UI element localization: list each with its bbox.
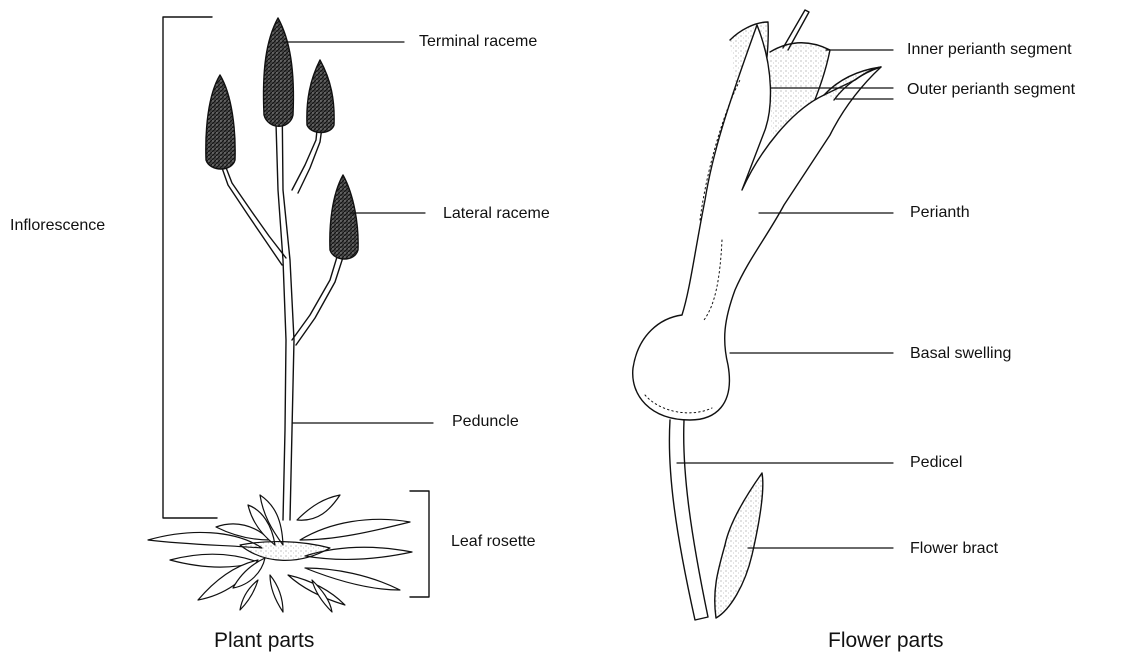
plant-drawing <box>148 17 433 612</box>
peduncle-stem <box>275 90 286 520</box>
terminal-raceme <box>264 18 294 126</box>
branch-right-lower <box>292 247 340 340</box>
label-inner-perianth-segment: Inner perianth segment <box>907 42 1072 58</box>
label-peduncle: Peduncle <box>452 414 519 430</box>
label-terminal-raceme: Terminal raceme <box>419 34 537 50</box>
left-raceme <box>206 75 235 169</box>
caption-plant-parts: Plant parts <box>214 630 314 651</box>
right-upper-raceme <box>307 60 334 133</box>
label-inflorescence: Inflorescence <box>10 218 105 234</box>
label-outer-perianth-segment: Outer perianth segment <box>907 82 1075 98</box>
label-perianth: Perianth <box>910 205 970 221</box>
flower-drawing <box>633 10 893 620</box>
leaf-rosette <box>148 495 412 612</box>
label-basal-swelling: Basal swelling <box>910 346 1011 362</box>
flower-bract <box>715 473 763 618</box>
label-leaf-rosette: Leaf rosette <box>451 534 536 550</box>
inflorescence-bracket <box>163 17 217 518</box>
label-flower-bract: Flower bract <box>910 541 998 557</box>
label-pedicel: Pedicel <box>910 455 962 471</box>
plant-leader-lines <box>284 42 433 423</box>
caption-flower-parts: Flower parts <box>828 630 944 651</box>
label-lateral-raceme: Lateral raceme <box>443 206 550 222</box>
pedicel <box>669 420 708 620</box>
leaf-rosette-bracket <box>410 491 429 597</box>
lateral-raceme <box>330 175 358 259</box>
